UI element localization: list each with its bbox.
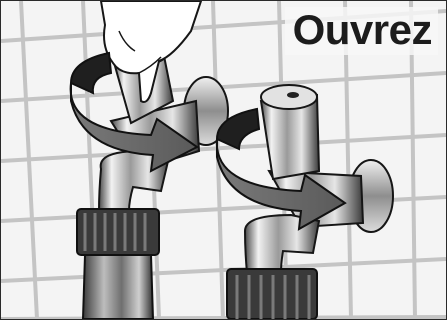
- instruction-caption: Ouvrez: [285, 7, 438, 55]
